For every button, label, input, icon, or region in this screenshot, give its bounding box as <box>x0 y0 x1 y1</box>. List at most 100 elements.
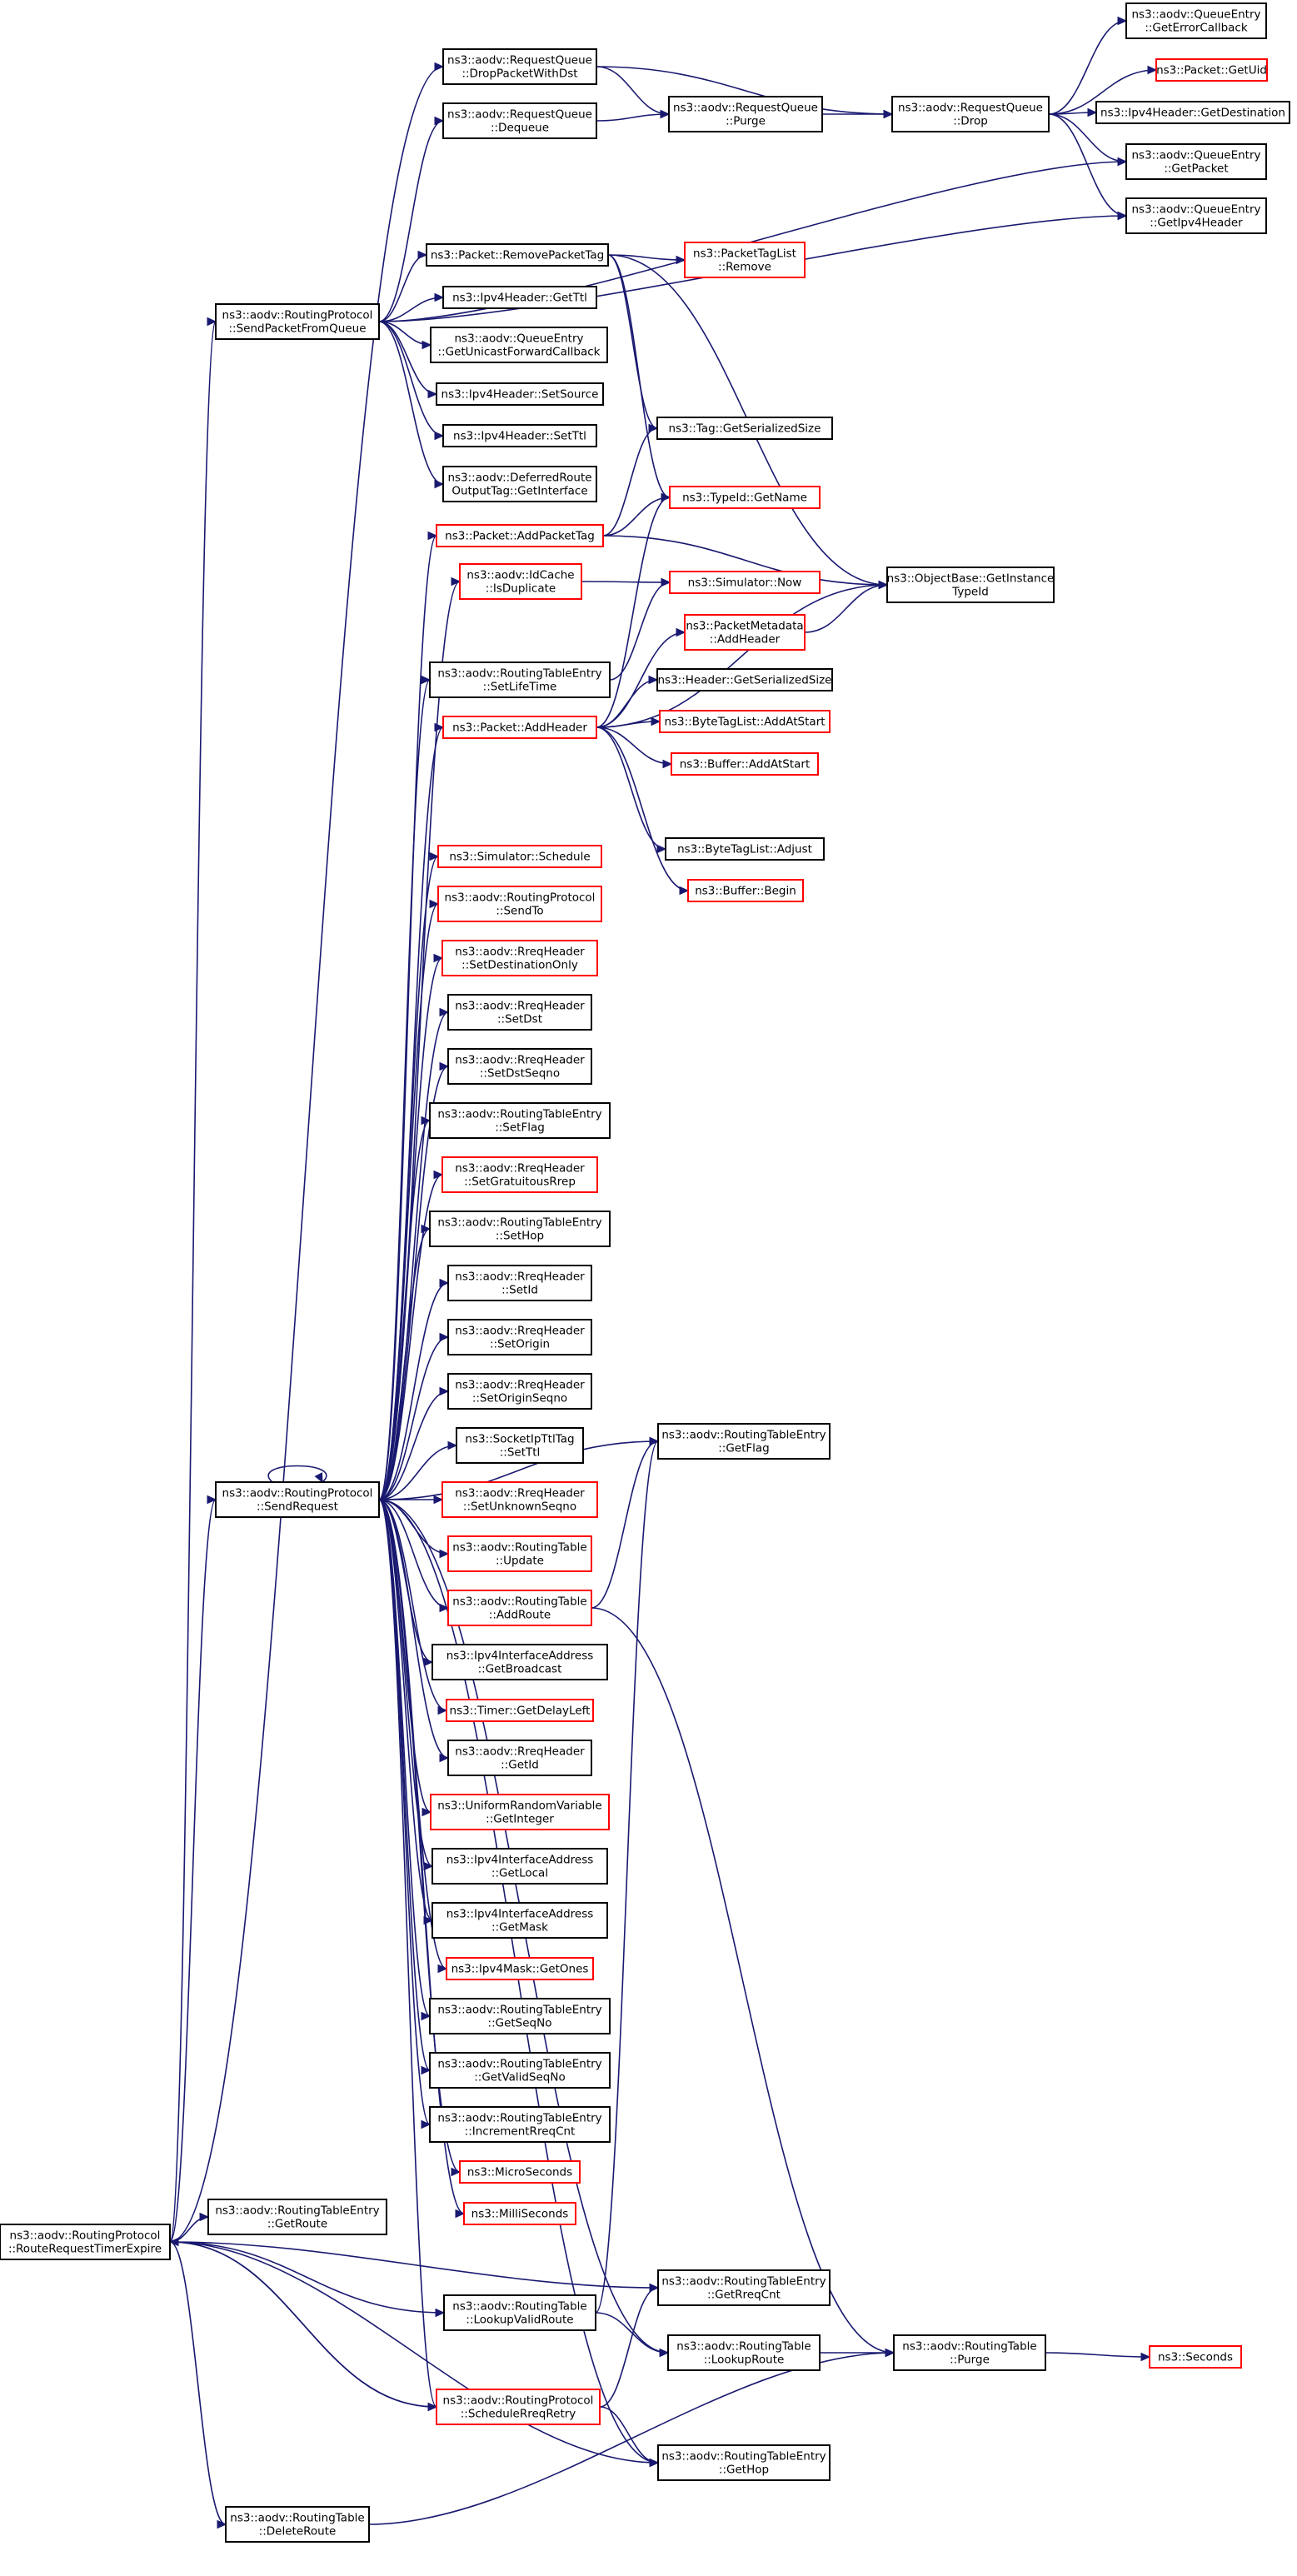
node-btlAddAtStart[interactable]: ns3::ByteTagList::AddAtStart <box>659 710 831 733</box>
node-dropQ[interactable]: ns3::aodv::RequestQueue::Drop <box>891 96 1050 132</box>
node-box <box>657 2444 831 2481</box>
edge-sendRequest-to-rteSetFlag <box>378 1120 431 1500</box>
node-rreqSetOrigSeq[interactable]: ns3::aodv::RreqHeader::SetOriginSeqno <box>447 1373 592 1410</box>
node-sendRequest[interactable]: ns3::aodv::RoutingProtocol::SendRequest <box>215 1481 380 1518</box>
node-milliSec[interactable]: ns3::MilliSeconds <box>463 2202 576 2225</box>
node-ipv4GetTtl[interactable]: ns3::Ipv4Header::GetTtl <box>442 286 597 309</box>
node-label: ::SetDst <box>497 1013 542 1026</box>
node-qeGetUcb[interactable]: ns3::aodv::QueueEntry::GetUnicastForward… <box>430 327 608 363</box>
node-bufBegin[interactable]: ns3::Buffer::Begin <box>687 879 804 902</box>
node-hdrGetSize[interactable]: ns3::Header::GetSerializedSize <box>656 668 833 691</box>
node-rreqGetId[interactable]: ns3::aodv::RreqHeader::GetId <box>447 1740 592 1776</box>
node-dropWithDst[interactable]: ns3::aodv::RequestQueue::DropPacketWithD… <box>442 48 597 85</box>
node-simSchedule[interactable]: ns3::Simulator::Schedule <box>437 845 602 868</box>
node-rteSetLife[interactable]: ns3::aodv::RoutingTableEntry::SetLifeTim… <box>429 661 611 698</box>
node-box <box>0 2224 171 2260</box>
node-label: ::GetFlag <box>718 1442 770 1455</box>
node-rreqSetGrat[interactable]: ns3::aodv::RreqHeader::SetGratuitousRrep <box>441 1156 598 1193</box>
node-addTag[interactable]: ns3::Packet::AddPacketTag <box>436 524 604 547</box>
node-rteSetHop[interactable]: ns3::aodv::RoutingTableEntry::SetHop <box>429 1211 611 1247</box>
node-rtDeleteRoute[interactable]: ns3::aodv::RoutingTable::DeleteRoute <box>225 2506 370 2543</box>
node-rteGetValidSeq[interactable]: ns3::aodv::RoutingTableEntry::GetValidSe… <box>429 2052 611 2089</box>
node-addHeader[interactable]: ns3::Packet::AddHeader <box>442 716 597 739</box>
node-rtAddRoute[interactable]: ns3::aodv::RoutingTable::AddRoute <box>447 1590 592 1626</box>
node-rteGetHop[interactable]: ns3::aodv::RoutingTableEntry::GetHop <box>657 2444 831 2481</box>
node-label: ns3::aodv::RoutingTableEntry <box>437 2112 601 2125</box>
node-rteGetRoute[interactable]: ns3::aodv::RoutingTableEntry::GetRoute <box>207 2199 387 2235</box>
node-rtLookupRoute[interactable]: ns3::aodv::RoutingTable::LookupRoute <box>667 2334 821 2371</box>
node-schedRetry[interactable]: ns3::aodv::RoutingProtocol::ScheduleRreq… <box>436 2389 601 2425</box>
edge-schedRetry-to-rteGetHop <box>599 2406 659 2464</box>
node-label: ns3::Buffer::AddAtStart <box>680 758 811 771</box>
node-label: OutputTag::GetInterface <box>451 485 587 498</box>
node-rpSendTo[interactable]: ns3::aodv::RoutingProtocol::SendTo <box>437 886 602 922</box>
node-bufAddAtStart[interactable]: ns3::Buffer::AddAtStart <box>671 752 819 776</box>
node-box <box>447 1590 592 1626</box>
node-getErrCb[interactable]: ns3::aodv::QueueEntry::GetErrorCallback <box>1125 2 1267 39</box>
node-ipv4SetSrc[interactable]: ns3::Ipv4Header::SetSource <box>436 382 604 406</box>
node-typeIdName[interactable]: ns3::TypeId::GetName <box>669 486 821 509</box>
node-rtUpdate[interactable]: ns3::aodv::RoutingTable::Update <box>447 1535 592 1572</box>
node-box <box>463 2202 576 2225</box>
node-label: ::SendRequest <box>257 1500 338 1514</box>
edge-arrowhead <box>662 759 673 769</box>
edge-arrowhead <box>435 2308 446 2318</box>
node-label: ::SetUnknownSeqno <box>463 1500 576 1514</box>
node-label: ::LookupRoute <box>704 2354 785 2367</box>
edge-arrowhead <box>433 1495 444 1505</box>
node-label: ns3::aodv::RreqHeader <box>455 1379 585 1392</box>
node-rreqSetId[interactable]: ns3::aodv::RreqHeader::SetId <box>447 1265 592 1301</box>
node-pmAddHdr[interactable]: ns3::PacketMetadata::AddHeader <box>684 614 806 651</box>
node-rreqSetDstSeq[interactable]: ns3::aodv::RreqHeader::SetDstSeqno <box>447 1048 592 1085</box>
node-ifaGetBcast[interactable]: ns3::Ipv4InterfaceAddress::GetBroadcast <box>432 1644 608 1680</box>
node-btlAdjust[interactable]: ns3::ByteTagList::Adjust <box>665 837 825 861</box>
node-simNow[interactable]: ns3::Simulator::Now <box>669 571 821 594</box>
node-rreqSetDst[interactable]: ns3::aodv::RreqHeader::SetDst <box>447 994 592 1031</box>
node-label: ns3::Ipv4InterfaceAddress <box>446 1908 594 1921</box>
node-rteGetSeq[interactable]: ns3::aodv::RoutingTableEntry::GetSeqNo <box>429 1998 611 2034</box>
node-ifaGetLocal[interactable]: ns3::Ipv4InterfaceAddress::GetLocal <box>432 1848 608 1885</box>
node-microSec[interactable]: ns3::MicroSeconds <box>459 2160 581 2184</box>
edge-root-to-rteGetRreqCnt <box>169 2241 659 2289</box>
node-label: ::Purge <box>950 2354 990 2367</box>
node-rteGetRreqCnt[interactable]: ns3::aodv::RoutingTableEntry::GetRreqCnt <box>657 2269 831 2306</box>
node-purgeQ[interactable]: ns3::aodv::RequestQueue::Purge <box>668 96 823 132</box>
node-urvGetInt[interactable]: ns3::UniformRandomVariable::GetInteger <box>430 1794 610 1830</box>
node-tagListRemove[interactable]: ns3::PacketTagList::Remove <box>684 242 806 278</box>
node-ipv4SetTtl[interactable]: ns3::Ipv4Header::SetTtl <box>442 424 597 447</box>
node-rtLookupValid[interactable]: ns3::aodv::RoutingTable::LookupValidRout… <box>443 2294 596 2331</box>
edge-arrowhead <box>679 886 690 896</box>
node-ipv4GetDest[interactable]: ns3::Ipv4Header::GetDestination <box>1095 101 1290 124</box>
node-root[interactable]: ns3::aodv::RoutingProtocol::RouteRequest… <box>0 2224 171 2260</box>
node-rteGetFlag[interactable]: ns3::aodv::RoutingTableEntry::GetFlag <box>657 1423 831 1460</box>
node-label: ::SetFlag <box>495 1121 545 1135</box>
node-tagGetSize[interactable]: ns3::Tag::GetSerializedSize <box>656 417 833 440</box>
node-removeTag[interactable]: ns3::Packet::RemovePacketTag <box>426 243 609 267</box>
edge-arrowhead <box>661 492 671 502</box>
node-seconds[interactable]: ns3::Seconds <box>1149 2345 1242 2369</box>
node-label: ns3::Header::GetSerializedSize <box>658 674 832 687</box>
node-rreqSetDstOnly[interactable]: ns3::aodv::RreqHeader::SetDestinationOnl… <box>441 940 598 976</box>
node-rreqSetOrigin[interactable]: ns3::aodv::RreqHeader::SetOrigin <box>447 1319 592 1355</box>
node-sockSetTtl[interactable]: ns3::SocketIpTtlTag::SetTtl <box>456 1427 584 1464</box>
node-rreqSetUnk[interactable]: ns3::aodv::RreqHeader::SetUnknownSeqno <box>441 1481 598 1518</box>
node-idCacheDup[interactable]: ns3::aodv::IdCache::IsDuplicate <box>459 563 582 600</box>
node-ifaGetMask[interactable]: ns3::Ipv4InterfaceAddress::GetMask <box>432 1902 608 1939</box>
node-getUid[interactable]: ns3::Packet::GetUid <box>1155 58 1268 82</box>
node-qeGetPacket[interactable]: ns3::aodv::QueueEntry::GetPacket <box>1125 143 1267 180</box>
node-qeGetIpv4Hdr[interactable]: ns3::aodv::QueueEntry::GetIpv4Header <box>1125 197 1267 234</box>
node-dequeue[interactable]: ns3::aodv::RequestQueue::Dequeue <box>442 102 597 139</box>
node-rtPurge[interactable]: ns3::aodv::RoutingTable::Purge <box>893 2334 1046 2371</box>
node-timerDelay[interactable]: ns3::Timer::GetDelayLeft <box>446 1699 594 1722</box>
node-rteIncRreq[interactable]: ns3::aodv::RoutingTableEntry::IncrementR… <box>429 2106 611 2143</box>
node-rteSetFlag[interactable]: ns3::aodv::RoutingTableEntry::SetFlag <box>429 1102 611 1139</box>
node-box <box>436 2389 601 2425</box>
edge-sendRequest-to-rteGetHop <box>378 1499 659 2464</box>
edge-root-to-rteGetHop <box>169 2241 659 2464</box>
node-sendFromQ[interactable]: ns3::aodv::RoutingProtocol::SendPacketFr… <box>215 303 380 340</box>
edge-root-to-rtDeleteRoute <box>169 2241 227 2525</box>
edge-arrowhead <box>207 1495 217 1505</box>
node-deferredIf[interactable]: ns3::aodv::DeferredRouteOutputTag::GetIn… <box>442 466 597 502</box>
node-maskGetOnes[interactable]: ns3::Ipv4Mask::GetOnes <box>446 1957 594 1980</box>
